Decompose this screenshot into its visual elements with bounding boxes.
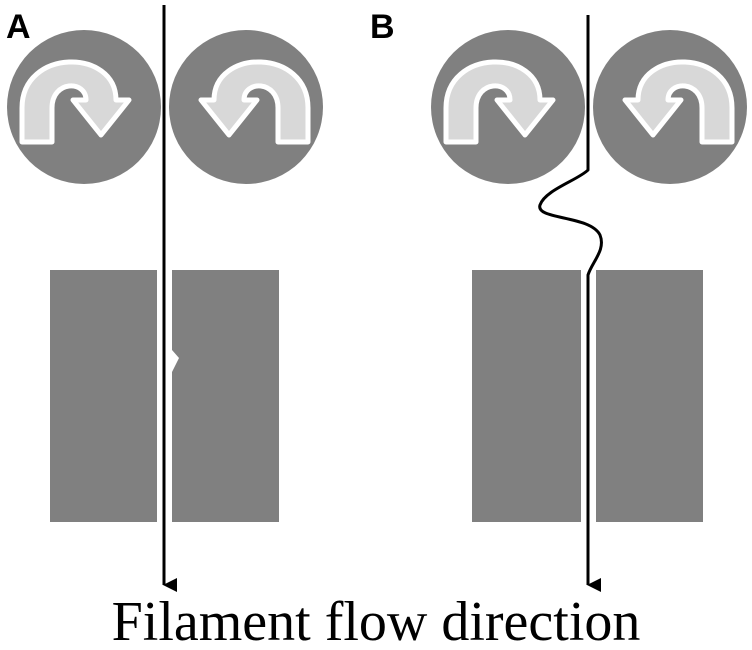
left-roller-a bbox=[7, 30, 161, 184]
panel-a: A bbox=[6, 5, 323, 592]
panel-label-a: A bbox=[6, 8, 31, 46]
nozzle-block-a-left bbox=[50, 270, 157, 522]
nozzle-block-b-right bbox=[596, 270, 703, 522]
left-roller-b bbox=[431, 30, 585, 184]
nozzle-block-b-left bbox=[472, 270, 581, 522]
panel-label-b: B bbox=[370, 8, 395, 46]
nozzle-notch bbox=[172, 350, 179, 372]
panel-b: B bbox=[370, 8, 747, 592]
right-roller-a bbox=[169, 30, 323, 184]
caption: Filament flow direction bbox=[112, 591, 641, 650]
right-roller-b bbox=[593, 30, 747, 184]
nozzle-block-a-right bbox=[172, 270, 279, 522]
filament-buckled-b bbox=[538, 15, 603, 592]
